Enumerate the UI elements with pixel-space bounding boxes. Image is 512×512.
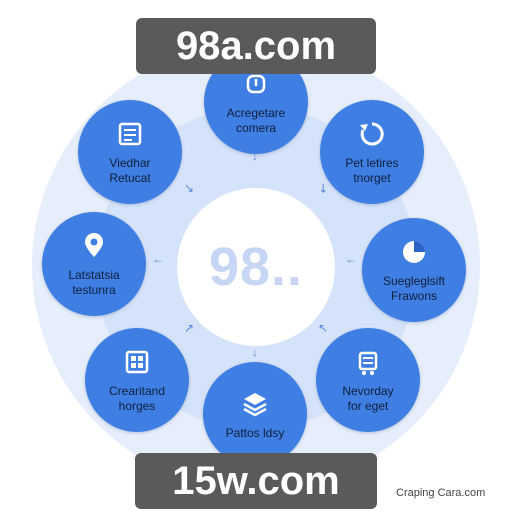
node-left: Latstatsia testunra: [42, 212, 146, 316]
node-label: Pet letires tnorget: [345, 156, 399, 185]
arrow-icon: ↖: [318, 321, 329, 335]
watermark-bottom: 15w.com: [135, 453, 377, 509]
list-icon: [114, 118, 146, 150]
node-bottom-left: Crearitand horges: [85, 328, 189, 432]
node-right: Suegleglsift Frawons: [362, 218, 466, 322]
credit-text: Craping Cara.com: [396, 487, 486, 499]
node-bottom-right: Nevorday for eget: [316, 328, 420, 432]
node-top-left: Viedhar Retucat: [78, 100, 182, 204]
arrow-icon: ↘: [184, 181, 195, 195]
grid-icon: [121, 346, 153, 378]
arrow-icon: ←: [345, 252, 357, 266]
node-label: Acregetare comera: [226, 106, 286, 135]
refresh-icon: [356, 118, 388, 150]
center-label: 98..: [208, 237, 304, 297]
arrow-icon: ↓: [252, 149, 258, 163]
node-label: Pattos ldsy: [225, 425, 285, 440]
arrow-icon: ↗: [184, 321, 195, 335]
watermark-top: 98a.com: [136, 18, 376, 74]
inner-circle: [177, 188, 335, 346]
node-label: Nevorday for eget: [342, 384, 394, 413]
arrow-icon: ↓: [252, 345, 258, 359]
power-icon: [240, 68, 272, 100]
node-top-right: Pet letires tnorget: [320, 100, 424, 204]
node-label: Viedhar Retucat: [109, 156, 151, 185]
arrow-icon: ←: [152, 252, 164, 266]
node-label: Crearitand horges: [108, 384, 166, 413]
node-label: Latstatsia testunra: [68, 268, 120, 297]
layers-icon: [239, 388, 271, 420]
node-bottom: Pattos ldsy: [203, 362, 307, 466]
cart-icon: [352, 346, 384, 378]
node-label: Suegleglsift Frawons: [382, 274, 446, 303]
location-icon: [78, 230, 110, 262]
chart-pie-icon: [398, 236, 430, 268]
